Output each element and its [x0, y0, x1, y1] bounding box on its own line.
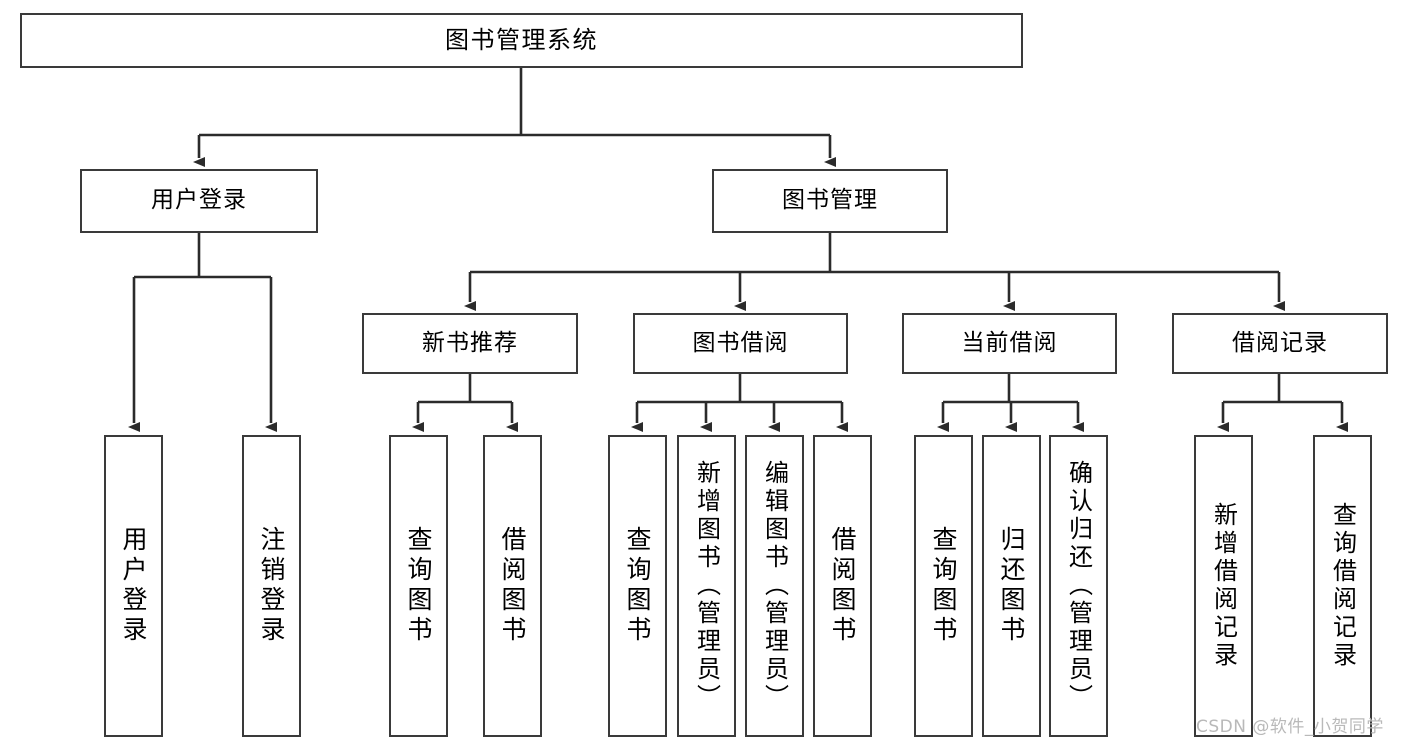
node-label: 借阅记录 — [1232, 329, 1328, 356]
leaf-logout[interactable]: 注销登录 — [242, 435, 301, 737]
node-current-borrowing[interactable]: 当前借阅 — [902, 313, 1117, 374]
node-label: 查询图书 — [623, 526, 652, 646]
node-label: 图书管理 — [782, 187, 878, 214]
node-label: 查询借阅记录 — [1328, 502, 1357, 670]
leaf-query-borrow-record[interactable]: 查询借阅记录 — [1313, 435, 1372, 737]
leaf-query-books-current[interactable]: 查询图书 — [914, 435, 973, 737]
watermark: CSDN @软件_小贺同学 — [1196, 717, 1384, 737]
node-label: 确认归还（管理员） — [1064, 460, 1093, 712]
node-user-login[interactable]: 用户登录 — [80, 169, 318, 233]
node-label: 图书借阅 — [692, 329, 789, 356]
node-new-book-recommendation[interactable]: 新书推荐 — [362, 313, 578, 374]
node-label: 编辑图书（管理员） — [760, 460, 789, 712]
leaf-confirm-return-admin[interactable]: 确认归还（管理员） — [1049, 435, 1108, 737]
node-label: 归还图书 — [997, 526, 1026, 646]
node-label: 新增借阅记录 — [1209, 502, 1238, 670]
node-label: 新书推荐 — [422, 329, 518, 356]
leaf-add-book-admin[interactable]: 新增图书（管理员） — [677, 435, 736, 737]
node-label: 注销登录 — [257, 526, 286, 646]
leaf-query-books-rec[interactable]: 查询图书 — [389, 435, 448, 737]
leaf-user-login[interactable]: 用户登录 — [104, 435, 163, 737]
node-label: 新增图书（管理员） — [692, 460, 721, 712]
node-label: 用户登录 — [119, 526, 148, 646]
node-borrowing-records[interactable]: 借阅记录 — [1172, 313, 1388, 374]
node-book-management[interactable]: 图书管理 — [712, 169, 948, 233]
node-label: 借阅图书 — [498, 526, 527, 646]
leaf-borrow-books-rec[interactable]: 借阅图书 — [483, 435, 542, 737]
node-root-book-management-system[interactable]: 图书管理系统 — [20, 13, 1023, 68]
node-label: 用户登录 — [151, 187, 247, 214]
node-label: 当前借阅 — [961, 329, 1058, 356]
leaf-return-books[interactable]: 归还图书 — [982, 435, 1041, 737]
node-book-borrowing[interactable]: 图书借阅 — [633, 313, 848, 374]
leaf-edit-book-admin[interactable]: 编辑图书（管理员） — [745, 435, 804, 737]
node-label: 图书管理系统 — [445, 26, 598, 55]
leaf-borrow-books[interactable]: 借阅图书 — [813, 435, 872, 737]
node-label: 查询图书 — [404, 526, 433, 646]
node-label: 查询图书 — [929, 526, 958, 646]
leaf-add-borrow-record[interactable]: 新增借阅记录 — [1194, 435, 1253, 737]
node-label: 借阅图书 — [828, 526, 857, 646]
leaf-query-books-borrow[interactable]: 查询图书 — [608, 435, 667, 737]
